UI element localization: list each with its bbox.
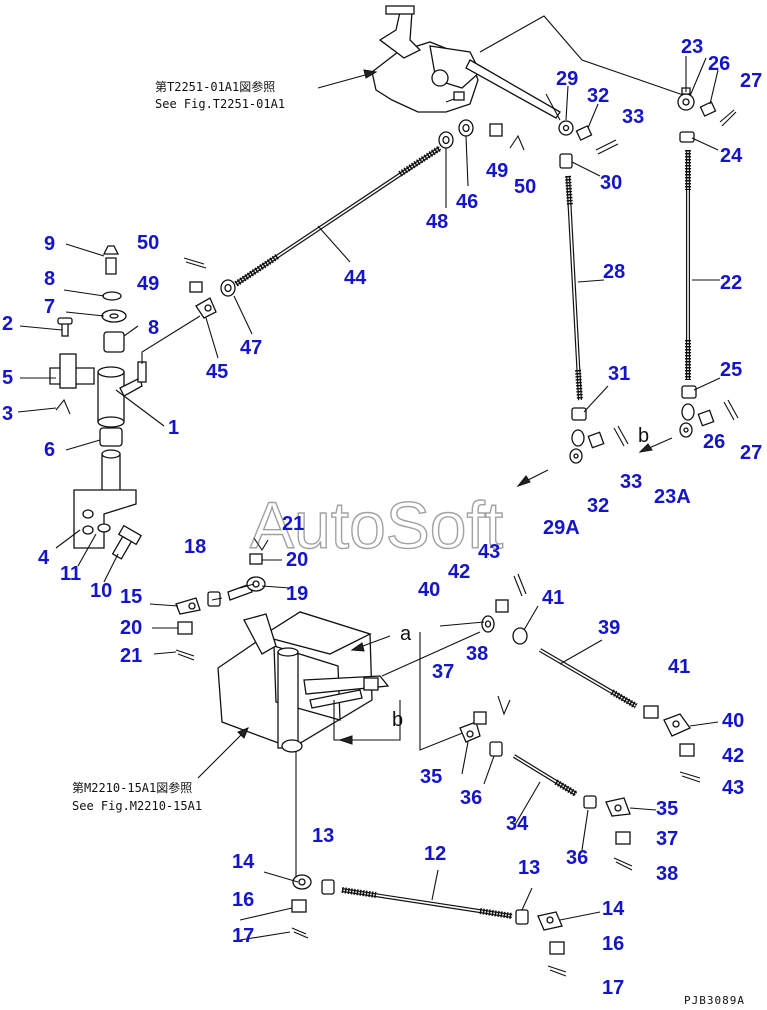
callout-28: 28 xyxy=(603,261,625,283)
callout-25: 25 xyxy=(720,359,742,381)
callout-43-top: 43 xyxy=(478,541,500,563)
callout-36-right: 36 xyxy=(566,847,588,869)
callout-26-lower: 26 xyxy=(703,431,725,453)
callout-16-right: 16 xyxy=(602,933,624,955)
callout-41-top: 41 xyxy=(542,587,564,609)
callout-20-top: 20 xyxy=(286,549,308,571)
callout-21-top: 21 xyxy=(282,513,304,535)
callout-45: 45 xyxy=(206,361,228,383)
callout-24: 24 xyxy=(720,145,743,167)
callout-32: 32 xyxy=(587,85,609,107)
callout-2: 2 xyxy=(2,313,13,335)
callout-7: 7 xyxy=(44,296,55,318)
callout-37-right: 37 xyxy=(656,828,678,850)
watermark: AutoSoft xyxy=(250,488,503,562)
drawing-code: PJB3089A xyxy=(684,994,745,1007)
callout-14-right: 14 xyxy=(602,898,625,920)
callout-32-lower: 32 xyxy=(587,495,609,517)
callout-22: 22 xyxy=(720,272,742,294)
callout-1: 1 xyxy=(168,417,179,439)
callout-41-lower: 41 xyxy=(668,656,690,678)
callout-43-lower: 43 xyxy=(722,777,744,799)
callout-37-top: 37 xyxy=(432,661,454,683)
callout-42-top: 42 xyxy=(448,561,470,583)
reference-upper-jp: 第T2251-01A1図参照 xyxy=(155,79,275,94)
callout-42-lower: 42 xyxy=(722,745,744,767)
callout-33-lower: 33 xyxy=(620,471,642,493)
callout-23: 23 xyxy=(681,36,703,58)
callout-13-left: 13 xyxy=(312,825,334,847)
callout-49-left: 49 xyxy=(137,273,159,295)
callouts: 23 26 27 24 22 25 26 27 23A 29 32 33 30 … xyxy=(2,36,762,999)
view-letter-b-lower: b xyxy=(392,709,403,731)
callout-27: 27 xyxy=(740,70,762,92)
callout-5: 5 xyxy=(2,367,13,389)
callout-19: 19 xyxy=(286,583,308,605)
callout-46: 46 xyxy=(456,191,478,213)
rod-28 xyxy=(565,175,583,401)
callout-12: 12 xyxy=(424,843,446,865)
callout-35-left: 35 xyxy=(420,766,442,788)
callout-21-lower: 21 xyxy=(120,645,142,667)
callout-15: 15 xyxy=(120,586,142,608)
callout-9: 9 xyxy=(44,233,55,255)
callout-10: 10 xyxy=(90,580,112,602)
callout-34: 34 xyxy=(506,813,529,835)
callout-6: 6 xyxy=(44,439,55,461)
reference-lower-jp: 第M2210-15A1図参照 xyxy=(72,780,192,795)
callout-29A: 29A xyxy=(543,517,580,539)
callout-49-top: 49 xyxy=(486,160,508,182)
rod-44 xyxy=(234,145,442,287)
callout-14-left: 14 xyxy=(232,851,255,873)
callout-20-lower: 20 xyxy=(120,617,142,639)
callout-48: 48 xyxy=(426,211,448,233)
callout-50-left: 50 xyxy=(137,232,159,254)
reference-lower-en: See Fig.M2210-15A1 xyxy=(72,799,202,813)
leader-lines xyxy=(17,57,721,941)
callout-40-top: 40 xyxy=(418,579,440,601)
view-letter-a: a xyxy=(400,623,412,645)
callout-27-lower: 27 xyxy=(740,442,762,464)
callout-39: 39 xyxy=(598,617,620,639)
callout-8-lower: 8 xyxy=(148,317,159,339)
callout-13-right: 13 xyxy=(518,857,540,879)
callout-17-right: 17 xyxy=(602,977,624,999)
callout-38-right: 38 xyxy=(656,863,678,885)
callout-18: 18 xyxy=(184,536,206,558)
callout-8-top: 8 xyxy=(44,268,55,290)
callout-23A: 23A xyxy=(654,486,691,508)
callout-31: 31 xyxy=(608,363,630,385)
callout-36-left: 36 xyxy=(460,787,482,809)
lower-control-box xyxy=(217,611,481,880)
callout-16-left: 16 xyxy=(232,889,254,911)
callout-4: 4 xyxy=(38,547,50,569)
left-lever-assembly xyxy=(49,245,236,560)
reference-upper-en: See Fig.T2251-01A1 xyxy=(155,97,285,111)
callout-35-right: 35 xyxy=(656,798,678,820)
callout-33: 33 xyxy=(622,106,644,128)
callout-30: 30 xyxy=(600,172,622,194)
lower-hardware xyxy=(175,537,701,977)
callout-50-top: 50 xyxy=(514,176,536,198)
callout-29: 29 xyxy=(556,68,578,90)
callout-44: 44 xyxy=(344,267,367,289)
upper-lever-assembly xyxy=(371,5,687,119)
ref-arrow-lower xyxy=(197,727,249,779)
callout-3: 3 xyxy=(2,403,13,425)
view-letter-b-upper: b xyxy=(638,425,649,447)
callout-11: 11 xyxy=(60,563,81,585)
callout-38-top: 38 xyxy=(466,643,488,665)
callout-26: 26 xyxy=(708,53,730,75)
callout-40-lower: 40 xyxy=(722,710,744,732)
callout-47: 47 xyxy=(240,337,262,359)
upper-hardware xyxy=(438,56,739,488)
callout-17-left: 17 xyxy=(232,925,254,947)
